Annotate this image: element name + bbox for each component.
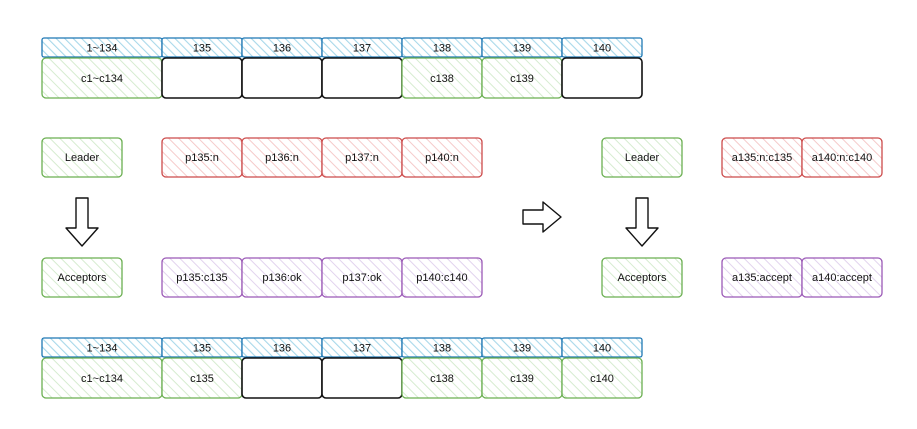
prepare-request bbox=[401, 137, 483, 178]
prepare-request-label: p137:n bbox=[345, 152, 379, 164]
acceptors-node bbox=[41, 257, 123, 298]
accept-response-label: a140:accept bbox=[812, 272, 872, 284]
accept-request bbox=[801, 137, 883, 178]
log-slot-value: c135 bbox=[190, 373, 214, 385]
log-slot-value: c139 bbox=[510, 373, 534, 385]
log-slot-value: c140 bbox=[590, 373, 614, 385]
log-slot-empty bbox=[241, 357, 323, 399]
log-slot-value: c138 bbox=[430, 73, 454, 85]
top-log: 1~134 135 136 137 138 139 140 c1~c134 c1… bbox=[41, 37, 643, 99]
top-log-header-row: 1~134 135 136 137 138 139 140 bbox=[41, 37, 643, 58]
log-slot-filled bbox=[561, 357, 643, 399]
header-label: 136 bbox=[273, 43, 291, 55]
header-cell bbox=[561, 337, 643, 358]
bottom-log: 1~134 135 136 137 138 139 140 c1~c134 c1… bbox=[41, 337, 643, 399]
leader-node bbox=[41, 137, 123, 178]
log-slot-value: c139 bbox=[510, 73, 534, 85]
accept-request-label: a135:n:c135 bbox=[732, 152, 793, 164]
log-slot-empty bbox=[161, 57, 243, 99]
log-slot-value: c1~c134 bbox=[81, 73, 123, 85]
leader-node bbox=[601, 137, 683, 178]
right-accept-phase: Leader a135:n:c135 a140:n:c140 Acceptors… bbox=[601, 137, 883, 298]
prepare-request-label: p135:n bbox=[185, 152, 219, 164]
prepare-request-label: p140:n bbox=[425, 152, 459, 164]
accept-request-label: a140:n:c140 bbox=[812, 152, 873, 164]
header-label: 140 bbox=[593, 43, 611, 55]
log-slot-empty bbox=[321, 357, 403, 399]
acceptors-label: Acceptors bbox=[58, 272, 107, 284]
log-slot-empty bbox=[561, 57, 643, 99]
acceptors-node bbox=[601, 257, 683, 298]
prepare-response-label: p140:c140 bbox=[416, 272, 467, 284]
header-cell bbox=[561, 37, 643, 58]
header-label: 138 bbox=[433, 343, 451, 355]
prepare-response bbox=[401, 257, 483, 298]
log-slot-empty bbox=[321, 57, 403, 99]
header-label: 139 bbox=[513, 343, 531, 355]
header-label: 140 bbox=[593, 343, 611, 355]
header-label: 1~134 bbox=[87, 343, 118, 355]
left-prepare-phase: Leader p135:n p136:n p137:n p140:n Accep… bbox=[41, 137, 483, 298]
header-label: 137 bbox=[353, 343, 371, 355]
bottom-log-header-row: 1~134 135 136 137 138 139 140 bbox=[41, 337, 643, 358]
prepare-response-label: p137:ok bbox=[342, 272, 382, 284]
down-arrow-icon bbox=[65, 197, 99, 247]
header-label: 1~134 bbox=[87, 43, 118, 55]
header-label: 136 bbox=[273, 343, 291, 355]
accept-response-label: a135:accept bbox=[732, 272, 792, 284]
prepare-response-label: p135:c135 bbox=[176, 272, 227, 284]
leader-label: Leader bbox=[625, 152, 660, 164]
acceptors-label: Acceptors bbox=[618, 272, 667, 284]
down-arrow-icon bbox=[625, 197, 659, 247]
header-label: 138 bbox=[433, 43, 451, 55]
header-label: 135 bbox=[193, 343, 211, 355]
bottom-log-value-row: c1~c134 c135 c138 c139 c140 bbox=[41, 357, 643, 399]
log-slot-value: c138 bbox=[430, 373, 454, 385]
log-slot-value: c1~c134 bbox=[81, 373, 123, 385]
top-log-value-row: c1~c134 c138 c139 bbox=[41, 57, 643, 99]
prepare-response-label: p136:ok bbox=[262, 272, 302, 284]
accept-response bbox=[801, 257, 883, 298]
right-arrow-icon bbox=[522, 201, 562, 233]
header-label: 139 bbox=[513, 43, 531, 55]
prepare-request-label: p136:n bbox=[265, 152, 299, 164]
header-label: 135 bbox=[193, 43, 211, 55]
header-label: 137 bbox=[353, 43, 371, 55]
log-slot-empty bbox=[241, 57, 323, 99]
leader-label: Leader bbox=[65, 152, 100, 164]
